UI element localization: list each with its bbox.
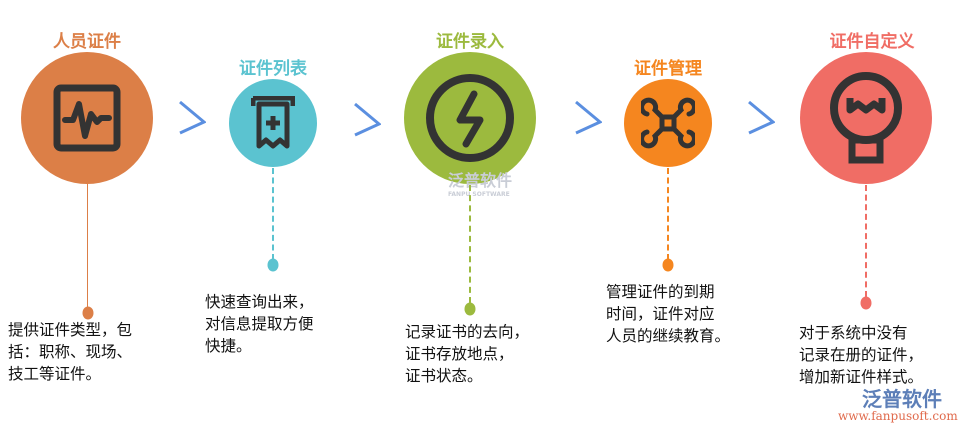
step-5-title: 证件自定义	[829, 32, 915, 52]
corner-watermark: 泛普软件 www.fanpusoft.com	[838, 387, 958, 423]
step-4-connector	[667, 168, 669, 260]
step-1-title: 人员证件	[53, 32, 121, 52]
step-1-description: 提供证件类型，包括：职称、现场、技工等证件。	[8, 321, 133, 383]
pulse-monitor-icon	[53, 84, 121, 152]
step-2-dot	[267, 258, 279, 272]
step-4-dot	[662, 258, 674, 272]
arrow-icon	[748, 100, 775, 135]
step-2-description: 快速查询出来，对信息提取方便快捷。	[205, 293, 314, 355]
step-2-title: 证件列表	[239, 59, 307, 79]
step-2-connector	[272, 168, 274, 260]
arrow-icon	[179, 100, 206, 135]
step-4-title: 证件管理	[634, 59, 702, 79]
step-3-dot	[464, 302, 476, 316]
step-4-description: 管理证件的到期时间，证件对应人员的继续教育。	[606, 283, 731, 345]
step-5-dot	[860, 296, 872, 310]
step-3-connector	[469, 185, 471, 303]
step-3-circle	[404, 52, 536, 184]
step-5-connector	[865, 185, 867, 297]
receipt-plus-icon	[251, 96, 295, 149]
step-2-circle	[229, 79, 317, 167]
lightbulb-icon	[830, 72, 902, 164]
step-1-connector	[87, 184, 88, 310]
lightning-icon	[426, 74, 514, 162]
arrow-icon	[354, 102, 381, 137]
step-5-description: 对于系统中没有记录在册的证件，增加新证件样式。	[799, 324, 924, 386]
drone-icon	[641, 97, 695, 149]
step-5-circle	[800, 52, 932, 184]
step-3-title: 证件录入	[436, 32, 504, 52]
step-3-description: 记录证书的去向，证书存放地点，证书状态。	[405, 323, 530, 385]
arrow-icon	[575, 100, 602, 135]
step-1-circle	[21, 52, 153, 184]
step-1-dot	[82, 306, 94, 320]
step-4-circle	[624, 79, 712, 167]
